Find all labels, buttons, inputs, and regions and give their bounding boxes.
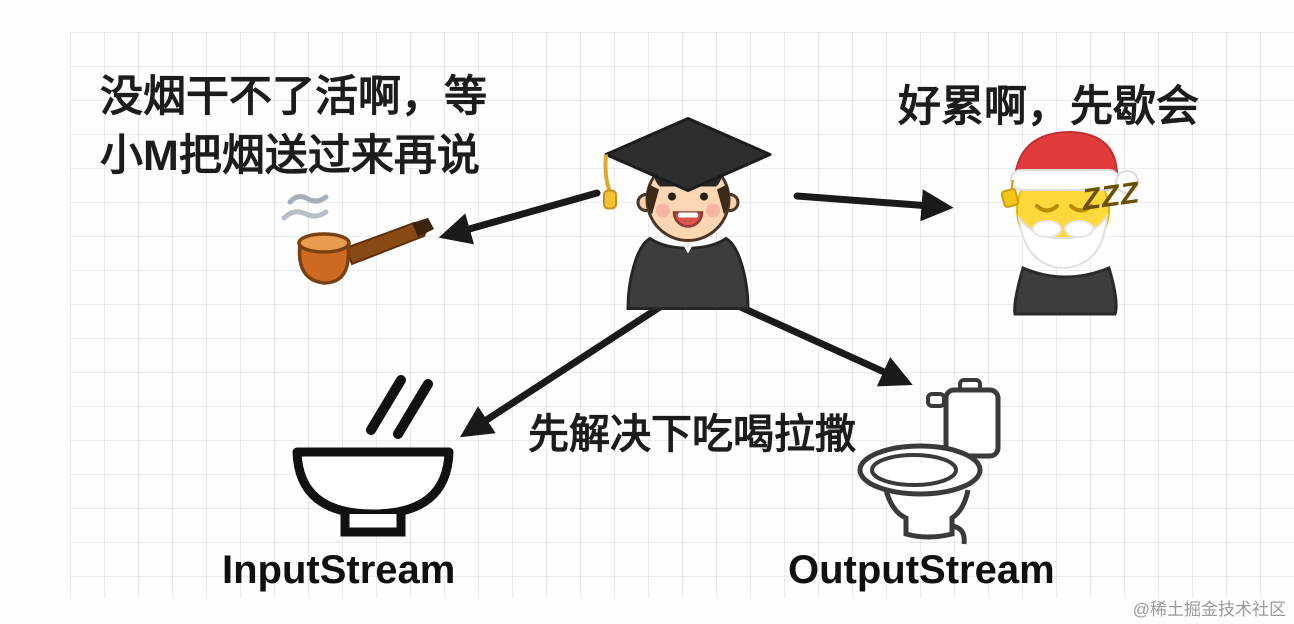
speech-top-right: 好累啊，先歇会 [898, 83, 1199, 131]
graduate-student-icon [588, 95, 793, 313]
watermark: @稀土掘金技术社区 [1132, 600, 1286, 619]
speech-line: 没烟干不了活啊，等 [100, 73, 487, 121]
speech-top-left: 没烟干不了活啊，等 小M把烟送过来再说 [100, 68, 487, 187]
toilet-icon [848, 378, 1013, 550]
outputstream-label: OutputStream [788, 548, 1055, 592]
inputstream-label: InputStream [222, 548, 456, 592]
speech-line: 小M把烟送过来再说 [100, 132, 480, 181]
bowl-chopsticks-icon [283, 372, 463, 547]
sleeping-santa-icon [985, 118, 1170, 318]
speech-middle: 先解决下吃喝拉撒 [528, 411, 856, 457]
pipe-icon [262, 188, 437, 293]
